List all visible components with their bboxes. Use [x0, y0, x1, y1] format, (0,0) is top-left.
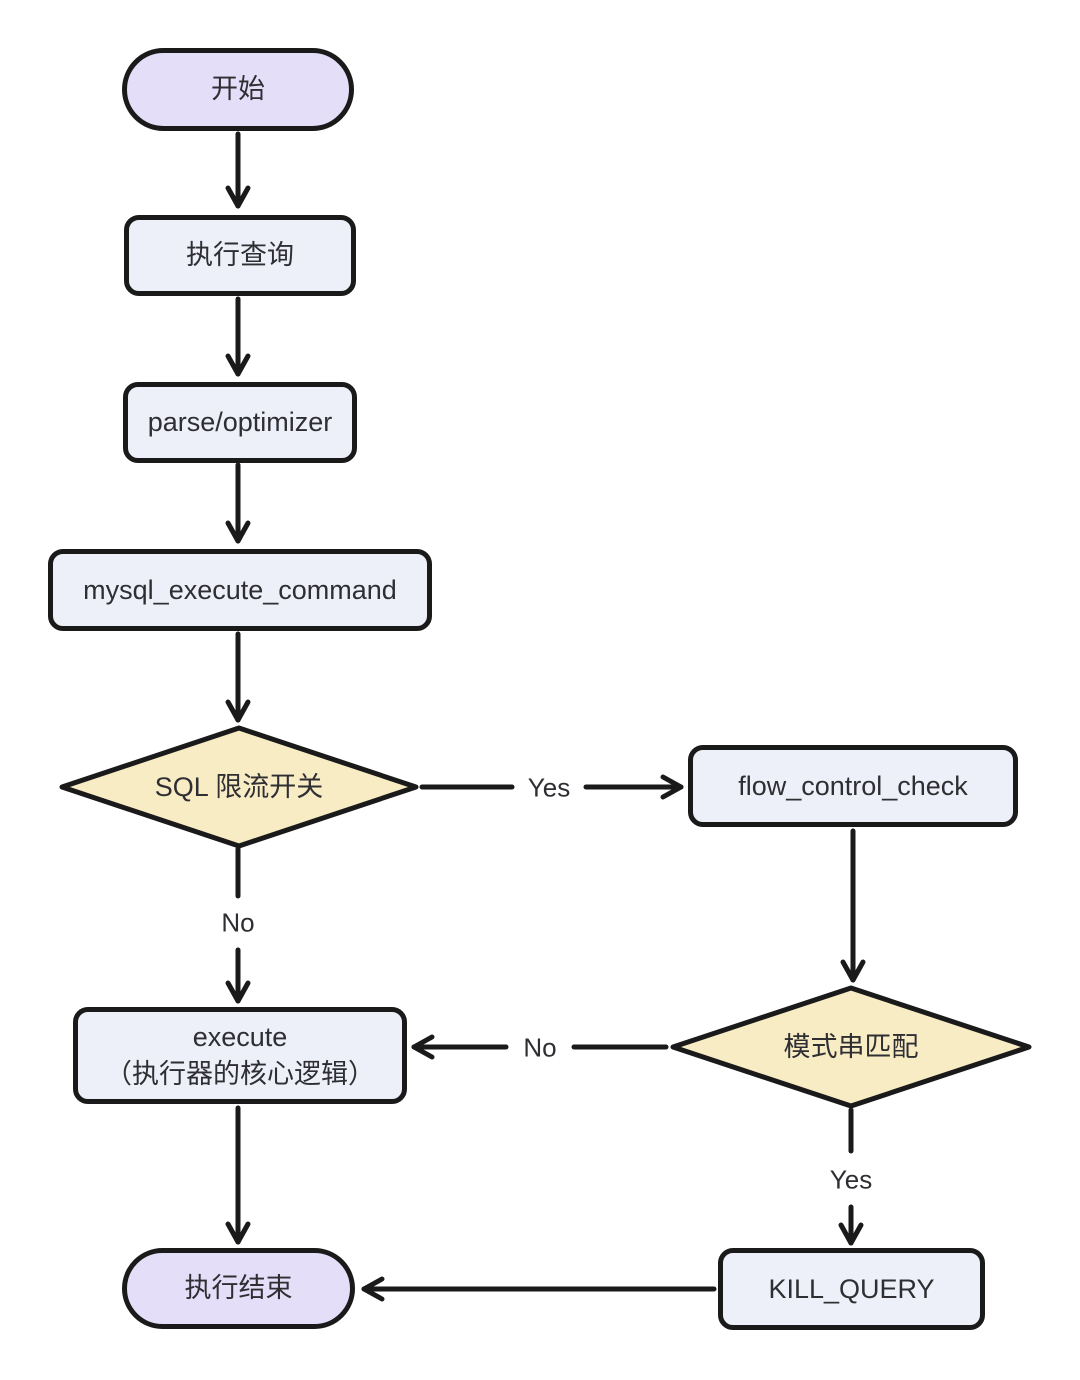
node-sql-throttle-switch-decision: SQL 限流开关 — [58, 724, 420, 850]
node-end-label: 执行结束 — [184, 1273, 293, 1304]
node-kill-query-label: KILL_QUERY — [768, 1273, 935, 1304]
node-run-query: 执行查询 — [124, 215, 356, 296]
node-flow-control-check-label: flow_control_check — [738, 770, 968, 801]
node-execute-sublabel: （执行器的核心逻辑） — [105, 1058, 375, 1089]
edge-label-sql-switch-no: No — [221, 907, 255, 938]
node-pattern-match-label: 模式串匹配 — [783, 1031, 919, 1062]
node-flow-control-check: flow_control_check — [688, 745, 1018, 827]
edge-label-sql-switch-yes: Yes — [527, 772, 571, 803]
edge-label-pattern-match-yes: Yes — [829, 1164, 873, 1195]
node-parse-optimizer: parse/optimizer — [123, 382, 357, 463]
node-execute-title: execute — [192, 1022, 288, 1053]
node-parse-optimizer-label: parse/optimizer — [147, 407, 333, 438]
node-execute: execute （执行器的核心逻辑） — [73, 1007, 407, 1104]
node-start: 开始 — [122, 48, 354, 131]
node-execute-label: execute （执行器的核心逻辑） — [105, 1019, 375, 1092]
node-mysql-execute-command-label: mysql_execute_command — [83, 574, 397, 605]
node-mysql-execute-command: mysql_execute_command — [48, 549, 432, 631]
node-sql-throttle-switch-label: SQL 限流开关 — [154, 771, 324, 802]
node-start-label: 开始 — [211, 74, 265, 105]
node-pattern-match-decision: 模式串匹配 — [669, 984, 1033, 1110]
edge-label-pattern-match-no: No — [523, 1032, 557, 1063]
diamond-shape — [59, 725, 419, 849]
node-run-query-label: 执行查询 — [186, 240, 294, 271]
node-kill-query: KILL_QUERY — [718, 1248, 985, 1330]
node-end: 执行结束 — [122, 1248, 355, 1329]
diamond-shape — [670, 985, 1032, 1109]
